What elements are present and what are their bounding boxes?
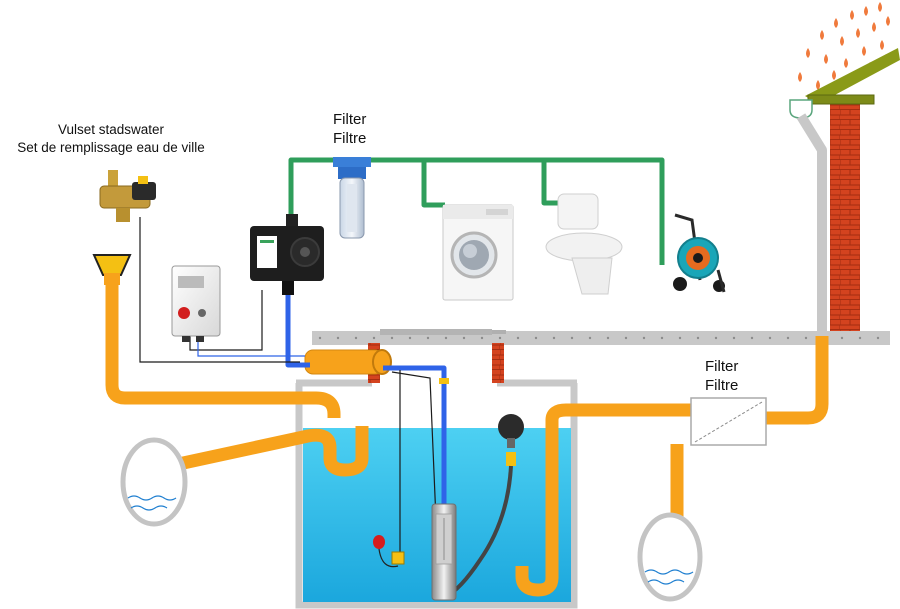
right-filter-label: Filter Filtre bbox=[705, 357, 738, 395]
funnel-icon bbox=[92, 254, 132, 276]
downpipe bbox=[796, 113, 827, 338]
top-filter-label: Filter Filtre bbox=[333, 110, 366, 148]
infiltration-left bbox=[120, 437, 188, 527]
manhole-cover bbox=[380, 329, 492, 335]
sensor-line bbox=[197, 336, 305, 357]
roof-edge bbox=[805, 48, 900, 104]
ground-dot bbox=[336, 336, 340, 340]
ground-dot bbox=[588, 336, 592, 340]
ground-dot bbox=[786, 336, 790, 340]
ground-dot bbox=[552, 336, 556, 340]
roof-beam bbox=[807, 94, 875, 105]
control-cable bbox=[189, 290, 263, 351]
ground-dot bbox=[354, 336, 358, 340]
rain-drop bbox=[824, 54, 828, 64]
filter-mesh bbox=[694, 401, 763, 443]
control-box-icon bbox=[171, 265, 221, 342]
rain-drop bbox=[820, 30, 824, 40]
inlet-to-cistern-pipe bbox=[515, 566, 559, 597]
ground-dot bbox=[804, 336, 808, 340]
toilet-icon bbox=[545, 193, 623, 295]
submersible-pump-icon bbox=[431, 503, 457, 601]
ground-dot bbox=[480, 336, 484, 340]
gutter-icon bbox=[789, 99, 813, 119]
funnel-drain-pipe bbox=[105, 280, 341, 421]
top-filter-label-nl: Filter bbox=[333, 111, 367, 128]
float-switch-icon bbox=[373, 414, 524, 598]
ground-dot bbox=[408, 336, 412, 340]
city-water-valve-icon bbox=[99, 170, 156, 222]
washing-machine-icon bbox=[442, 204, 514, 301]
ground-dot bbox=[390, 336, 394, 340]
ground-dot bbox=[696, 336, 700, 340]
ground-dot bbox=[714, 336, 718, 340]
rain-drop bbox=[880, 40, 884, 50]
ground-dot bbox=[318, 336, 322, 340]
city-water-label-nl: Vulset stadswater bbox=[57, 122, 165, 137]
ground-dot bbox=[858, 336, 862, 340]
ground-dot bbox=[624, 336, 628, 340]
rain-drop bbox=[798, 72, 802, 82]
rain-drop bbox=[856, 28, 860, 38]
ground-dot bbox=[462, 336, 466, 340]
ground-dot bbox=[642, 336, 646, 340]
infiltration-right bbox=[637, 512, 703, 602]
infiltration-left-water bbox=[127, 495, 177, 511]
ground-dot bbox=[534, 336, 538, 340]
rain-drop bbox=[850, 10, 854, 20]
valve-cable bbox=[139, 217, 300, 363]
ground-dot bbox=[732, 336, 736, 340]
cistern-wall bbox=[295, 383, 578, 609]
pump-riser bbox=[383, 365, 447, 504]
pump-cable bbox=[391, 371, 437, 521]
ground-dot bbox=[678, 336, 682, 340]
ground-dot bbox=[444, 336, 448, 340]
city-water-label-fr: Set de remplissage eau de ville bbox=[17, 140, 205, 155]
ground-dot bbox=[372, 336, 376, 340]
rain-drop bbox=[886, 16, 890, 26]
rain-inlet-pipe bbox=[766, 336, 829, 425]
ground-dot bbox=[660, 336, 664, 340]
ground-dot bbox=[768, 336, 772, 340]
rain-drop bbox=[806, 48, 810, 58]
ground-dot bbox=[570, 336, 574, 340]
rain-drop bbox=[844, 58, 848, 68]
ground-dot bbox=[426, 336, 430, 340]
ground-dot bbox=[498, 336, 502, 340]
manhole-brick-right bbox=[492, 343, 504, 383]
rain-drop bbox=[834, 18, 838, 28]
rain-drop bbox=[862, 46, 866, 56]
right-filter-label-fr: Filtre bbox=[705, 377, 739, 394]
ground-dot bbox=[606, 336, 610, 340]
rain-drop bbox=[840, 36, 844, 46]
ground-dot bbox=[876, 336, 880, 340]
suction-pipe bbox=[285, 295, 310, 368]
rain-drop bbox=[816, 80, 820, 90]
floating-suction bbox=[304, 349, 384, 375]
chimney-wall-icon bbox=[830, 97, 860, 337]
rain-drop bbox=[878, 2, 882, 12]
pump-controller-icon bbox=[250, 214, 324, 295]
ground-dot bbox=[750, 336, 754, 340]
rain-drop bbox=[864, 6, 868, 16]
branch-toilet bbox=[541, 160, 562, 206]
rainwater-filter-box bbox=[690, 397, 767, 446]
infiltration-right-water bbox=[644, 569, 694, 585]
distribution-pipe bbox=[288, 157, 665, 265]
filter-inlet-pipe bbox=[545, 403, 692, 578]
rain-drop bbox=[832, 70, 836, 80]
ground-dot bbox=[840, 336, 844, 340]
branch-washing-machine bbox=[421, 160, 445, 208]
funnel-neck bbox=[104, 273, 120, 285]
filter-housing-icon bbox=[333, 157, 371, 239]
ground-dot bbox=[516, 336, 520, 340]
check-valve bbox=[439, 378, 449, 384]
hose-reel-icon bbox=[673, 213, 726, 293]
rain-drop bbox=[872, 22, 876, 32]
right-filter-label-nl: Filter bbox=[705, 358, 739, 375]
overflow-pipe bbox=[172, 426, 369, 477]
top-filter-label-fr: Filtre bbox=[333, 130, 367, 147]
city-water-fill-label: Vulset stadswater Set de remplissage eau… bbox=[0, 121, 222, 157]
